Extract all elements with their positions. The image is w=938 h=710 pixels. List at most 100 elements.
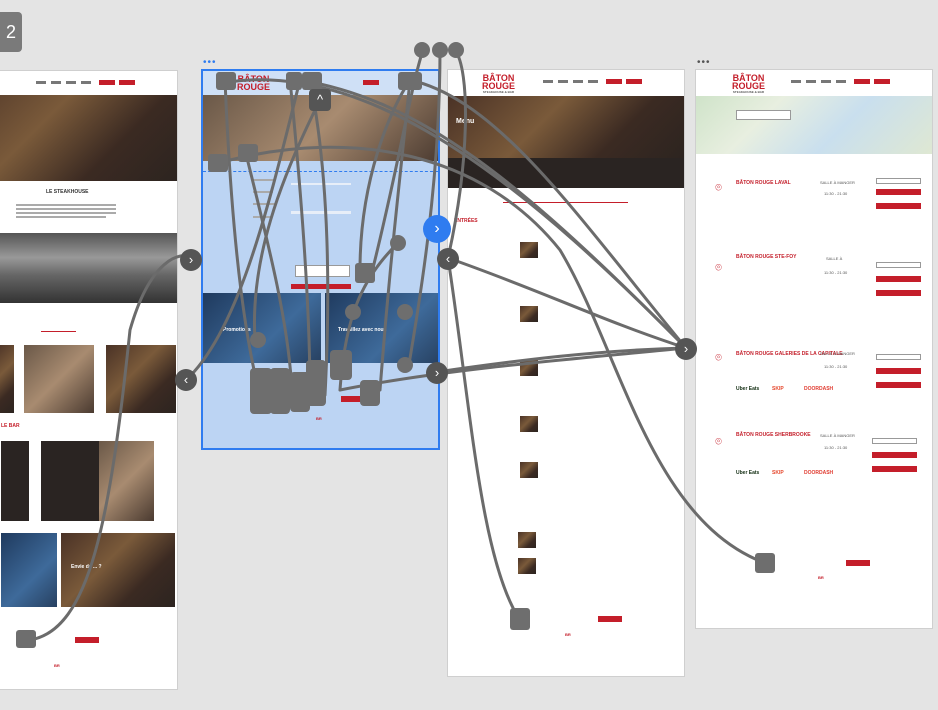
prototype-next-arrow-icon[interactable]: › (675, 338, 697, 360)
doordash-logo[interactable]: DOORDASH (804, 470, 834, 476)
bar-card[interactable] (41, 441, 99, 521)
flow-number-badge[interactable]: 2 (0, 12, 22, 52)
nav-link[interactable] (588, 80, 598, 83)
location-room: SALLE À (826, 256, 843, 261)
promo-heading: Envie de ... ? (71, 564, 102, 570)
card-image[interactable] (0, 345, 14, 413)
doordash-logo[interactable]: DOORDASH (804, 386, 834, 392)
contact-label (253, 191, 273, 193)
promo-image[interactable] (61, 533, 175, 607)
location-reserve-button[interactable] (876, 189, 921, 195)
skip-logo[interactable]: SKIP (772, 386, 784, 392)
location-name[interactable]: BÂTON ROUGE LAVAL (736, 180, 791, 186)
location-reserve-button[interactable] (876, 368, 921, 374)
menu-section-title: ENTRÉES (454, 218, 478, 224)
kitchen-image (0, 233, 177, 303)
nav-order-button[interactable] (874, 79, 890, 84)
ubereats-logo[interactable]: Uber Eats (736, 386, 760, 392)
location-pin-icon: ⌾ (715, 182, 722, 194)
card-image[interactable] (106, 345, 176, 413)
nav-order-button[interactable] (119, 80, 135, 85)
location-order-button[interactable] (876, 203, 921, 209)
location-room: SALLE À MANGER (820, 351, 855, 356)
prototype-next-arrow-icon[interactable]: › (426, 362, 448, 384)
menu-item-image (520, 462, 538, 478)
nav-reserve-button[interactable] (363, 80, 379, 85)
location-reserve-button[interactable] (872, 452, 917, 458)
frame-options-icon[interactable]: ••• (697, 57, 711, 68)
body-text (16, 208, 116, 210)
location-name[interactable]: BÂTON ROUGE STE-FOY (736, 254, 797, 260)
nav-link[interactable] (806, 80, 816, 83)
footer-logo: BR (818, 575, 824, 580)
nav-link[interactable] (836, 80, 846, 83)
nav-link[interactable] (573, 80, 583, 83)
nav-order-button[interactable] (626, 79, 642, 84)
prototype-next-arrow-icon[interactable]: › (180, 249, 202, 271)
nav-reserve-button[interactable] (854, 79, 870, 84)
location-hours: 11:30 - 21:30 (824, 191, 848, 196)
nav-link[interactable] (791, 80, 801, 83)
map-search-box[interactable] (736, 110, 791, 120)
nav-link[interactable] (543, 80, 553, 83)
captcha-box[interactable] (295, 265, 350, 277)
selected-connection-handle-icon[interactable]: › (423, 215, 451, 243)
prototype-back-arrow-icon[interactable]: ‹ (437, 248, 459, 270)
card-image[interactable] (24, 345, 94, 413)
footer-cta-button[interactable] (598, 616, 622, 622)
nav-link[interactable] (81, 81, 91, 84)
form-field[interactable] (291, 183, 351, 185)
scroll-up-chevron-icon[interactable]: ^ (309, 89, 331, 111)
location-details-button[interactable] (876, 354, 921, 360)
frame-home[interactable]: LE STEAKHOUSE LE BAR Envie de ... ? BR (0, 70, 178, 690)
body-text (16, 204, 116, 206)
prototype-back-arrow-icon[interactable]: ‹ (175, 369, 197, 391)
contact-label (253, 179, 275, 181)
location-order-button[interactable] (872, 466, 917, 472)
location-details-button[interactable] (876, 178, 921, 184)
location-details-button[interactable] (876, 262, 921, 268)
nav-link[interactable] (36, 81, 46, 84)
nav-link[interactable] (66, 81, 76, 84)
frame-options-icon[interactable]: ••• (203, 57, 217, 68)
location-name[interactable]: BÂTON ROUGE SHERBROOKE (736, 432, 811, 438)
ubereats-logo[interactable]: Uber Eats (736, 470, 760, 476)
footer-logo: BR (54, 663, 60, 668)
nav-reserve-button[interactable] (99, 80, 115, 85)
location-order-button[interactable] (876, 290, 921, 296)
submit-button[interactable] (291, 284, 351, 289)
top-nav (0, 71, 177, 95)
nav-link[interactable] (51, 81, 61, 84)
nav-link[interactable] (558, 80, 568, 83)
location-order-button[interactable] (876, 382, 921, 388)
location-name[interactable]: BÂTON ROUGE GALERIES DE LA CAPITALE (736, 351, 843, 357)
footer-cta-button[interactable] (341, 396, 363, 402)
nav-reserve-button[interactable] (606, 79, 622, 84)
location-pin-icon: ⌾ (715, 262, 722, 274)
locations-map[interactable] (696, 96, 932, 154)
footer-cta-button[interactable] (75, 637, 99, 643)
menu-category-tabs[interactable] (448, 158, 684, 188)
location-room: SALLE À MANGER (820, 180, 855, 185)
location-room: SALLE À MANGER (820, 433, 855, 438)
form-field[interactable] (291, 211, 351, 214)
notice-line (503, 202, 628, 203)
menu-item-image (520, 416, 538, 432)
footer-cta-button[interactable] (846, 560, 870, 566)
location-details-button[interactable] (872, 438, 917, 444)
nav-link[interactable] (821, 80, 831, 83)
menu-hero-title: Menu (456, 118, 475, 125)
location-hours: 11:30 - 21:30 (824, 445, 848, 450)
location-reserve-button[interactable] (876, 276, 921, 282)
bar-portrait (99, 441, 154, 521)
skip-logo[interactable]: SKIP (772, 470, 784, 476)
promotions-card[interactable] (203, 293, 321, 363)
